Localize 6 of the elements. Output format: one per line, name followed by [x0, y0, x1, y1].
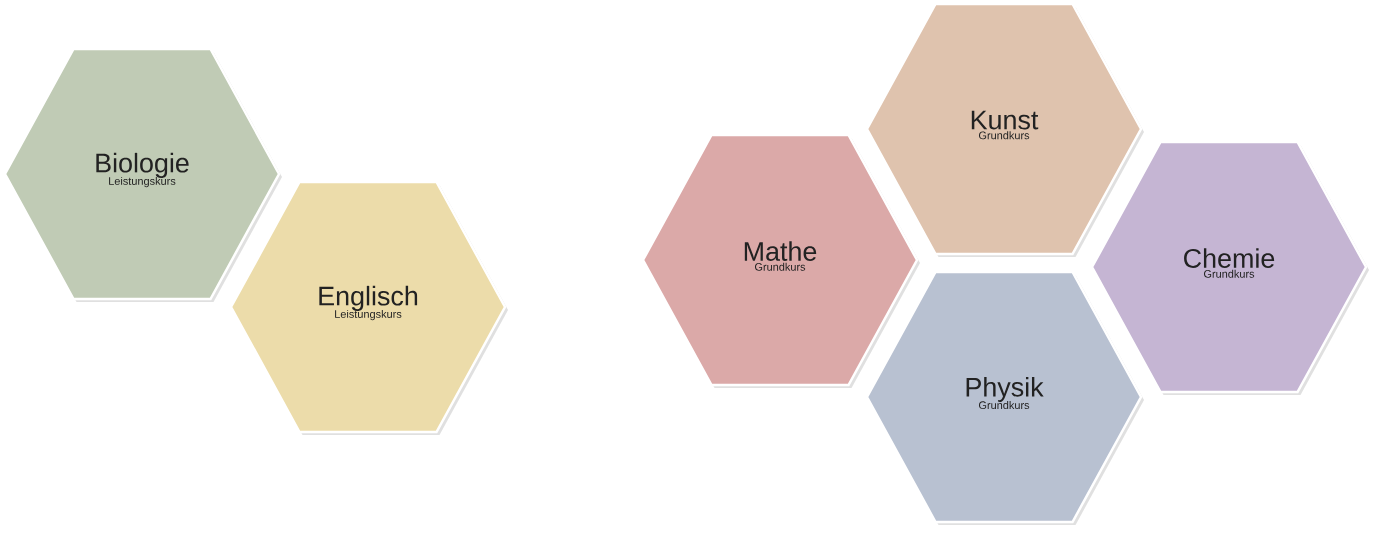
- hexagon: Mathe Grundkurs: [641, 133, 920, 388]
- hexagon: Chemie Grundkurs: [1090, 140, 1369, 395]
- hexagon: Kunst Grundkurs: [865, 2, 1144, 257]
- hexagon: Physik Grundkurs: [865, 270, 1144, 525]
- hexagon: Biologie Leistungskurs: [3, 47, 282, 302]
- hexagon: Englisch Leistungskurs: [229, 180, 508, 435]
